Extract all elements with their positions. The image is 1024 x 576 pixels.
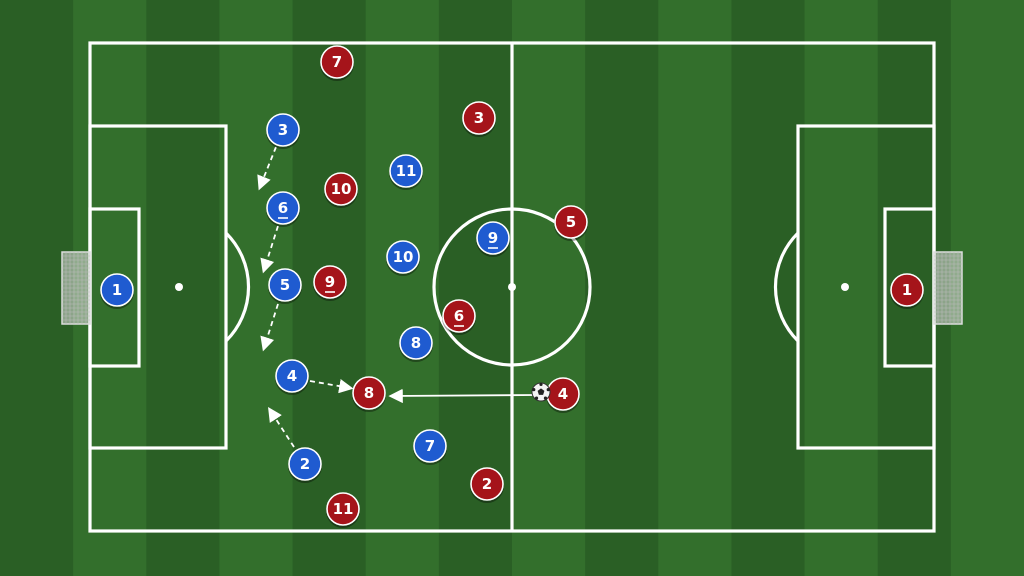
left-penalty-arc	[224, 231, 251, 343]
player-disc	[389, 154, 423, 188]
right-penalty-arc	[773, 231, 800, 343]
player-number: 1	[902, 281, 912, 299]
player-number: 8	[364, 384, 374, 402]
player-red-2[interactable]: 2	[470, 467, 504, 503]
player-blue-5[interactable]: 5	[268, 268, 302, 304]
player-number: 3	[474, 109, 484, 127]
player-red-8[interactable]: 8	[352, 376, 386, 412]
pitch-markings	[61, 41, 963, 533]
player-red-10[interactable]: 10	[324, 172, 358, 208]
player-red-3[interactable]: 3	[462, 101, 496, 137]
run-arrow	[260, 225, 279, 274]
players-layer: 1 3 6 5 4 2 11 10 8 7 9 1 7 3 10 9 6 8 5 4 2 11	[100, 45, 924, 528]
football-icon[interactable]	[531, 382, 551, 402]
player-blue-2[interactable]: 2	[288, 447, 322, 483]
player-number: 2	[300, 455, 310, 473]
player-number: 1	[112, 281, 122, 299]
player-disc	[266, 113, 300, 147]
player-disc	[554, 205, 588, 239]
player-blue-1[interactable]: 1	[100, 273, 134, 309]
left-goal	[61, 251, 91, 325]
grass-stripe	[658, 0, 732, 576]
run-arrow	[260, 303, 279, 352]
player-disc	[399, 326, 433, 360]
player-blue-4[interactable]: 4	[275, 359, 309, 395]
player-number: 5	[566, 213, 576, 231]
player-disc	[352, 376, 386, 410]
player-red-7[interactable]: 7	[320, 45, 354, 81]
player-number: 11	[396, 162, 417, 180]
player-disc	[890, 273, 924, 307]
player-blue-7[interactable]: 7	[413, 429, 447, 465]
movement-arrows	[257, 146, 537, 448]
player-number: 7	[425, 437, 435, 455]
run-arrow	[309, 379, 354, 394]
player-blue-11[interactable]: 11	[389, 154, 423, 190]
player-number: 8	[411, 334, 421, 352]
player-disc	[386, 240, 420, 274]
player-disc	[413, 429, 447, 463]
grass-stripe	[950, 0, 1024, 576]
player-red-11[interactable]: 11	[326, 492, 360, 528]
player-disc	[320, 45, 354, 79]
player-red-4[interactable]: 4	[546, 377, 580, 413]
run-arrow	[268, 406, 295, 448]
player-blue-9[interactable]: 9	[476, 221, 510, 257]
player-number: 10	[331, 180, 352, 198]
player-number: 10	[393, 248, 414, 266]
player-number: 4	[558, 385, 568, 403]
centre-spot	[508, 283, 516, 291]
player-number: 7	[332, 53, 342, 71]
player-number: 4	[287, 367, 297, 385]
player-disc	[476, 221, 510, 255]
player-blue-8[interactable]: 8	[399, 326, 433, 362]
player-number: 3	[278, 121, 288, 139]
player-disc	[326, 492, 360, 526]
player-red-9[interactable]: 9	[313, 265, 347, 301]
grass-stripe	[365, 0, 439, 576]
player-disc	[275, 359, 309, 393]
centre-circle	[432, 207, 592, 367]
player-blue-6[interactable]: 6	[266, 191, 300, 227]
player-number: 6	[278, 199, 288, 217]
player-disc	[462, 101, 496, 135]
player-disc	[313, 265, 347, 299]
run-arrow	[257, 146, 277, 191]
player-number: 9	[488, 229, 498, 247]
player-disc	[268, 268, 302, 302]
player-disc	[288, 447, 322, 481]
player-blue-10[interactable]: 10	[386, 240, 420, 276]
right-penalty-spot	[841, 283, 849, 291]
player-number: 5	[280, 276, 290, 294]
player-red-6[interactable]: 6	[442, 299, 476, 335]
right-goal	[933, 251, 963, 325]
pass-arrow	[388, 388, 537, 404]
player-disc	[324, 172, 358, 206]
player-number: 2	[482, 475, 492, 493]
player-disc	[442, 299, 476, 333]
left-penalty-spot	[175, 283, 183, 291]
player-red-1[interactable]: 1	[890, 273, 924, 309]
player-disc	[470, 467, 504, 501]
player-number: 9	[325, 273, 335, 291]
player-disc	[266, 191, 300, 225]
player-red-5[interactable]: 5	[554, 205, 588, 241]
player-blue-3[interactable]: 3	[266, 113, 300, 149]
player-number: 6	[454, 307, 464, 325]
player-disc	[100, 273, 134, 307]
grass-stripe	[512, 0, 586, 576]
player-number: 11	[333, 500, 354, 518]
ball-layer	[531, 382, 551, 402]
